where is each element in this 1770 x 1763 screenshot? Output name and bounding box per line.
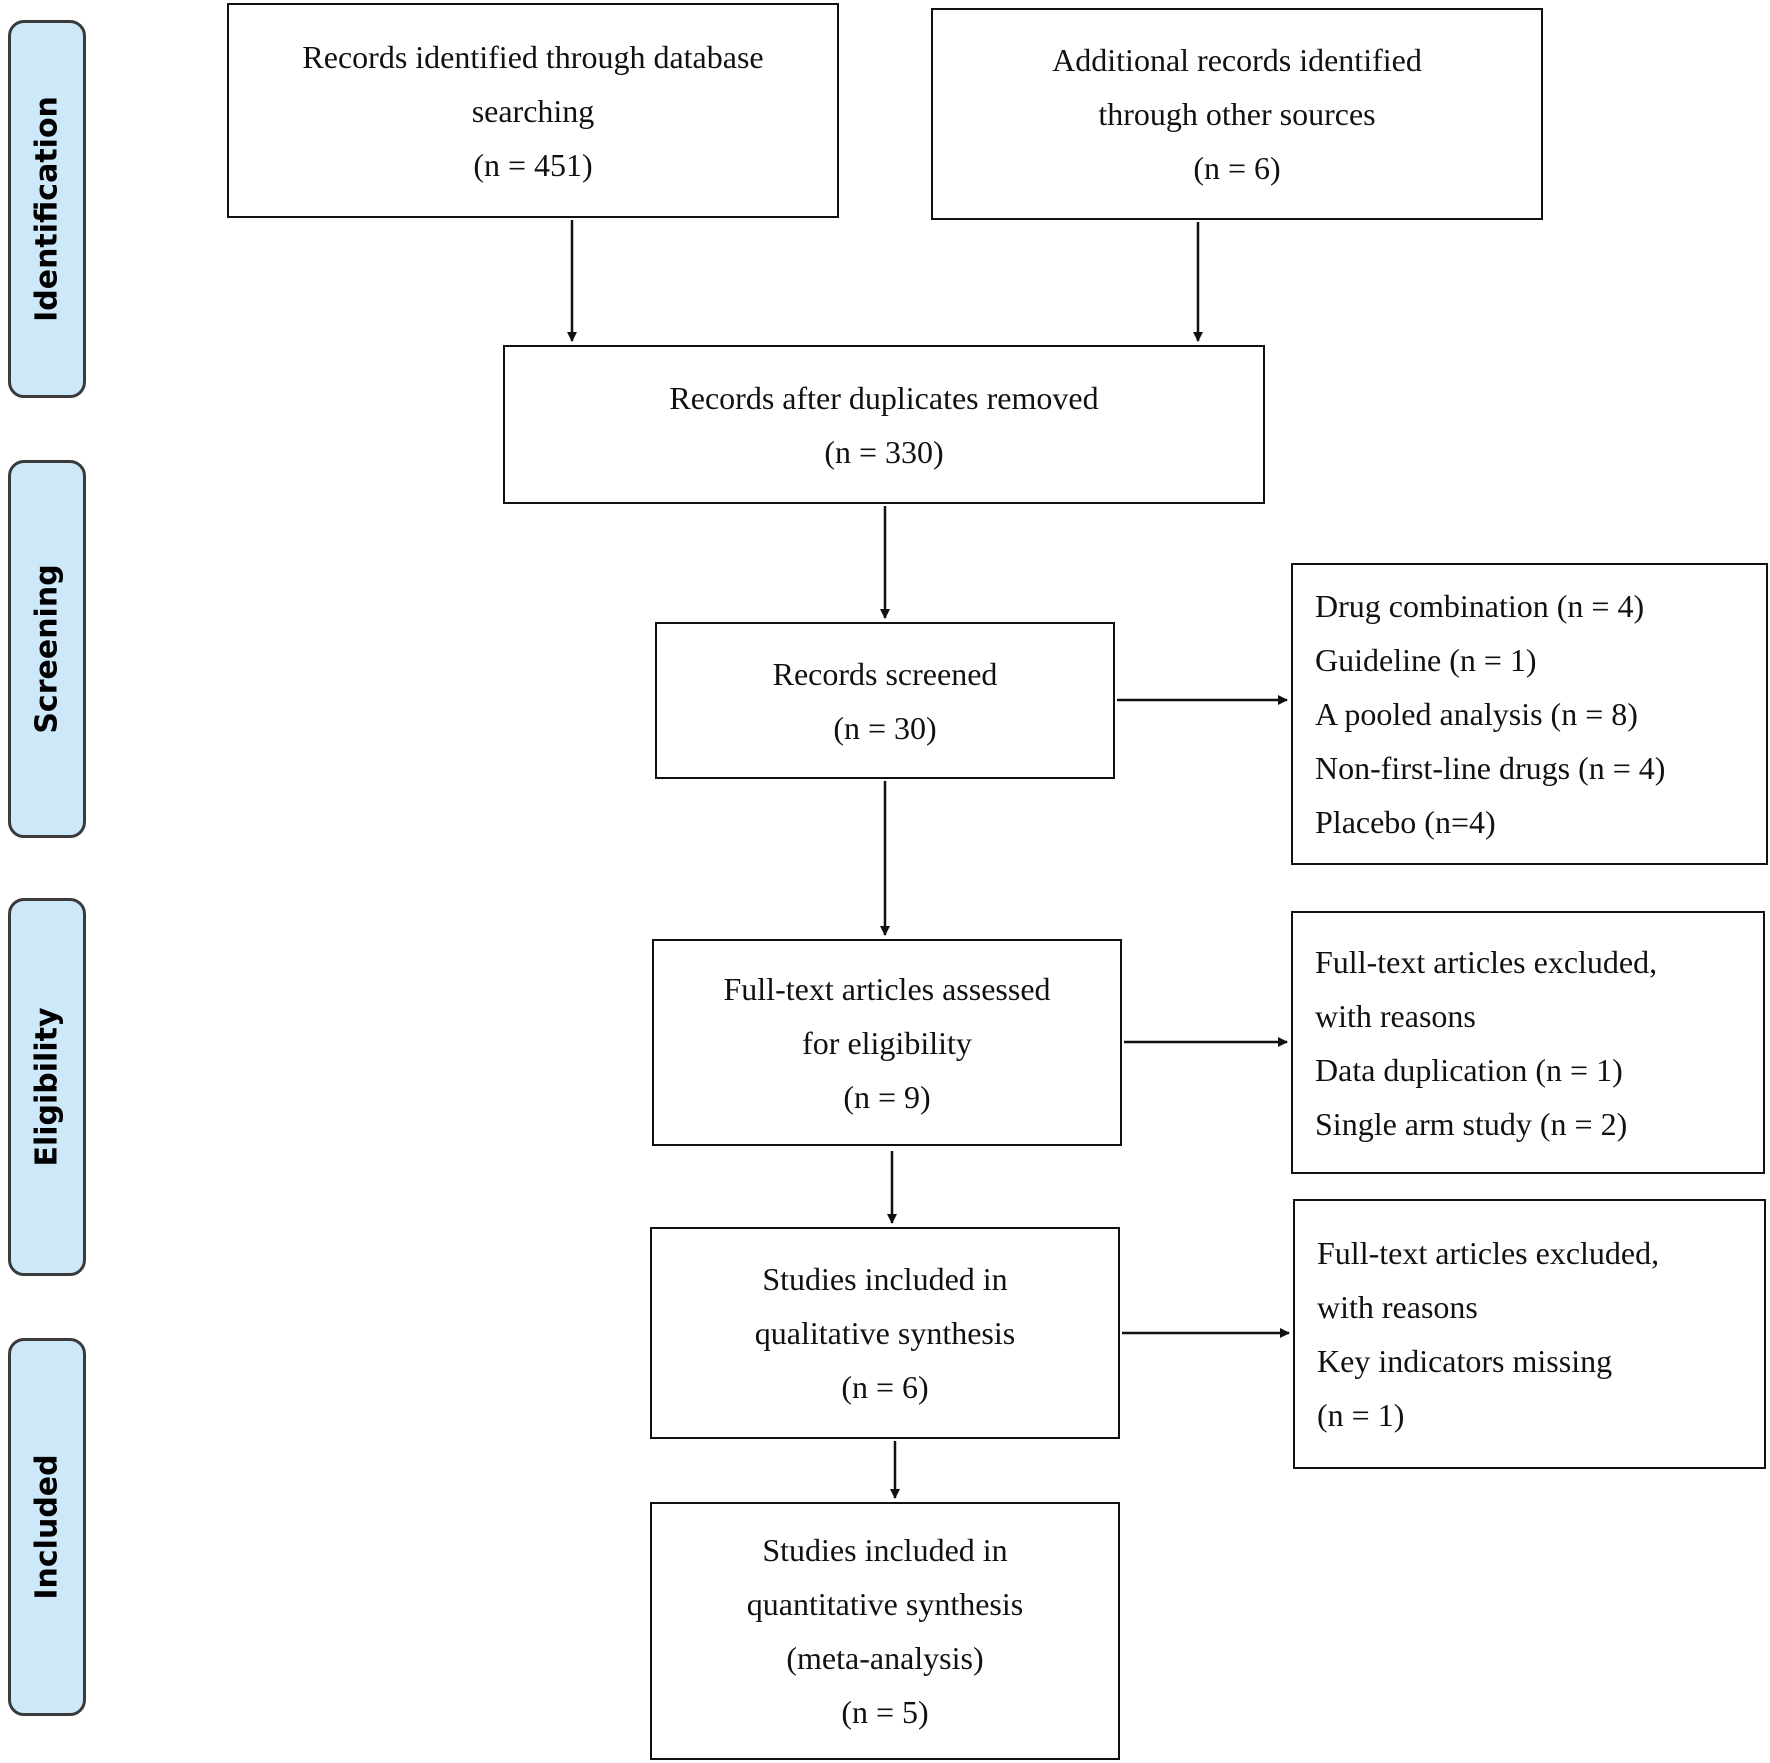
box-text-line: Full-text articles excluded, bbox=[1315, 943, 1658, 980]
box-text-line: Full-text articles excluded, bbox=[1317, 1235, 1660, 1271]
box-text-line: (n = 9) bbox=[843, 1078, 931, 1115]
box-text-line: (n = 6) bbox=[1193, 150, 1281, 186]
phase-identification-label: Identification bbox=[29, 96, 65, 322]
box-text-line: Additional records identified bbox=[1052, 42, 1422, 78]
phase-included-label: Included bbox=[29, 1454, 65, 1600]
box-text-line: Data duplication (n = 1) bbox=[1315, 1051, 1623, 1088]
box-text-line: through other sources bbox=[1098, 96, 1376, 132]
box-text-line: (n = 6) bbox=[841, 1369, 929, 1405]
phase-eligibility-label: Eligibility bbox=[29, 1007, 65, 1167]
box-text-line: (n = 5) bbox=[841, 1694, 929, 1730]
box-text-line: Studies included in bbox=[762, 1261, 1008, 1297]
box-text-line: (meta-analysis) bbox=[786, 1640, 984, 1676]
box-text-line: Records after duplicates removed bbox=[669, 379, 1099, 416]
records-screened-box: Records screened (n = 30) bbox=[655, 622, 1115, 779]
phase-eligibility: Eligibility bbox=[8, 898, 86, 1276]
box-text-line: for eligibility bbox=[802, 1024, 972, 1061]
box-text-line: (n = 330) bbox=[824, 433, 944, 470]
box-text-line: Single arm study (n = 2) bbox=[1315, 1105, 1628, 1142]
box-text-line: Placebo (n=4) bbox=[1315, 804, 1496, 840]
box-text-line: (n = 451) bbox=[473, 146, 593, 183]
box-text-line: Records identified through database bbox=[302, 38, 764, 75]
box-text-line: Non-first-line drugs (n = 4) bbox=[1315, 750, 1666, 786]
box-text-line: qualitative synthesis bbox=[754, 1315, 1016, 1351]
box-text-line: Key indicators missing bbox=[1317, 1343, 1613, 1379]
box-text-line: Guideline (n = 1) bbox=[1315, 642, 1537, 678]
phase-identification: Identification bbox=[8, 20, 86, 398]
box-text-line: (n = 1) bbox=[1317, 1397, 1405, 1433]
box-text-line: Drug combination (n = 4) bbox=[1315, 588, 1645, 624]
other-sources-box: Additional records identified through ot… bbox=[931, 8, 1543, 220]
box-text-line: with reasons bbox=[1315, 997, 1476, 1034]
box-text-line: quantitative synthesis bbox=[746, 1586, 1024, 1622]
phase-screening-label: Screening bbox=[29, 564, 65, 734]
quantitative-synthesis-box: Studies included in quantitative synthes… bbox=[650, 1502, 1120, 1760]
phase-screening: Screening bbox=[8, 460, 86, 838]
phase-included: Included bbox=[8, 1338, 86, 1716]
screening-exclusions-box: Drug combination (n = 4) Guideline (n = … bbox=[1291, 563, 1768, 865]
eligibility-exclusions-box: Full-text articles excluded, with reason… bbox=[1291, 911, 1765, 1174]
box-text-line: Full-text articles assessed bbox=[723, 970, 1051, 1007]
box-text-line: Records screened bbox=[772, 655, 998, 692]
after-duplicates-box: Records after duplicates removed (n = 33… bbox=[503, 345, 1265, 504]
database-search-box: Records identified through database sear… bbox=[227, 3, 839, 218]
box-text-line: (n = 30) bbox=[833, 709, 937, 746]
box-text-line: searching bbox=[471, 92, 595, 129]
qualitative-synthesis-box: Studies included in qualitative synthesi… bbox=[650, 1227, 1120, 1439]
qualitative-exclusions-box: Full-text articles excluded, with reason… bbox=[1293, 1199, 1766, 1469]
full-text-assessed-box: Full-text articles assessed for eligibil… bbox=[652, 939, 1122, 1146]
box-text-line: with reasons bbox=[1317, 1289, 1478, 1325]
box-text-line: Studies included in bbox=[762, 1532, 1008, 1568]
box-text-line: A pooled analysis (n = 8) bbox=[1315, 696, 1638, 732]
